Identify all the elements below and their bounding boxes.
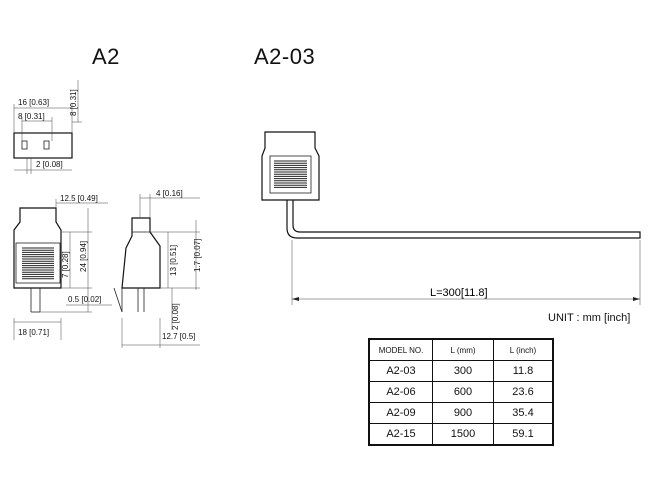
dim-side-bottom: 12.7 [0.5]	[162, 332, 195, 341]
cell-inch: 23.6	[493, 381, 554, 403]
dim-side-2: 2 [0.08]	[171, 303, 180, 330]
table-row: A2-06 600 23.6	[368, 381, 554, 403]
side-view-body	[121, 217, 161, 289]
front-view: 12.5 [0.49] 7 [0.28] 24 [0.94] 18 [0.71]…	[13, 194, 112, 340]
assembly-grip-lines	[274, 160, 307, 188]
cable-assembly: L=300[11.8]	[261, 131, 641, 305]
col-header-inch: L (inch)	[493, 338, 554, 361]
table-row: A2-15 1500 59.1	[368, 423, 554, 446]
dim-front-width-top: 12.5 [0.49]	[60, 194, 98, 203]
dim-side-17: 1.7 [0.07]	[193, 239, 202, 272]
dim-pin-thickness: 0.5 [0.02]	[68, 295, 101, 304]
dim-side-top: 4 [0.16]	[156, 189, 183, 198]
dim-cable-length: L=300[11.8]	[430, 287, 488, 299]
top-view-pin-left	[21, 140, 28, 150]
cable	[286, 200, 641, 239]
dim-top-height: 8 [0.31]	[69, 89, 78, 116]
col-header-model: MODEL NO.	[368, 338, 433, 361]
cell-mm: 1500	[432, 423, 494, 446]
cell-inch: 59.1	[493, 423, 554, 446]
cell-mm: 600	[432, 381, 494, 403]
assembly-plug-grip	[269, 155, 312, 194]
dim-front-width-bottom: 18 [0.71]	[18, 328, 49, 337]
unit-label: UNIT : mm [inch]	[548, 312, 631, 324]
cell-inch: 11.8	[493, 360, 554, 382]
dim-top-inner: 8 [0.31]	[18, 112, 45, 121]
title-a2: A2	[92, 44, 120, 69]
dim-top-pin: 2 [0.08]	[36, 160, 63, 169]
cell-model: A2-06	[368, 381, 433, 403]
title-a2-03: A2-03	[254, 44, 316, 69]
cell-mm: 300	[432, 360, 494, 382]
table-row: A2-09 900 35.4	[368, 402, 554, 424]
front-view-body	[13, 207, 62, 289]
cell-inch: 35.4	[493, 402, 554, 424]
col-header-mm: L (mm)	[432, 338, 494, 361]
dim-front-height: 24 [0.94]	[79, 241, 88, 272]
assembly-plug-body	[261, 131, 320, 201]
front-view-grip-lines	[22, 247, 54, 280]
cell-model: A2-09	[368, 402, 433, 424]
table-row: A2-03 300 11.8	[368, 360, 554, 382]
top-view-body	[13, 132, 73, 159]
spec-table: MODEL NO. L (mm) L (inch) A2-03 300 11.8…	[368, 338, 554, 446]
cell-model: A2-15	[368, 423, 433, 446]
dim-side-13: 13 [0.51]	[169, 245, 178, 276]
cell-mm: 900	[432, 402, 494, 424]
top-view-pin-right	[43, 140, 50, 150]
cell-model: A2-03	[368, 360, 433, 382]
dim-front-inner: 7 [0.28]	[61, 251, 70, 278]
front-view-grip	[15, 242, 61, 284]
side-view: 4 [0.16] 13 [0.51] 1.7 [0.07] 2 [0.08] 1…	[113, 189, 202, 348]
top-view: 16 [0.63] 8 [0.31] 8 [0.31] 2 [0.08]	[13, 80, 82, 174]
dim-top-width: 16 [0.63]	[18, 98, 49, 107]
